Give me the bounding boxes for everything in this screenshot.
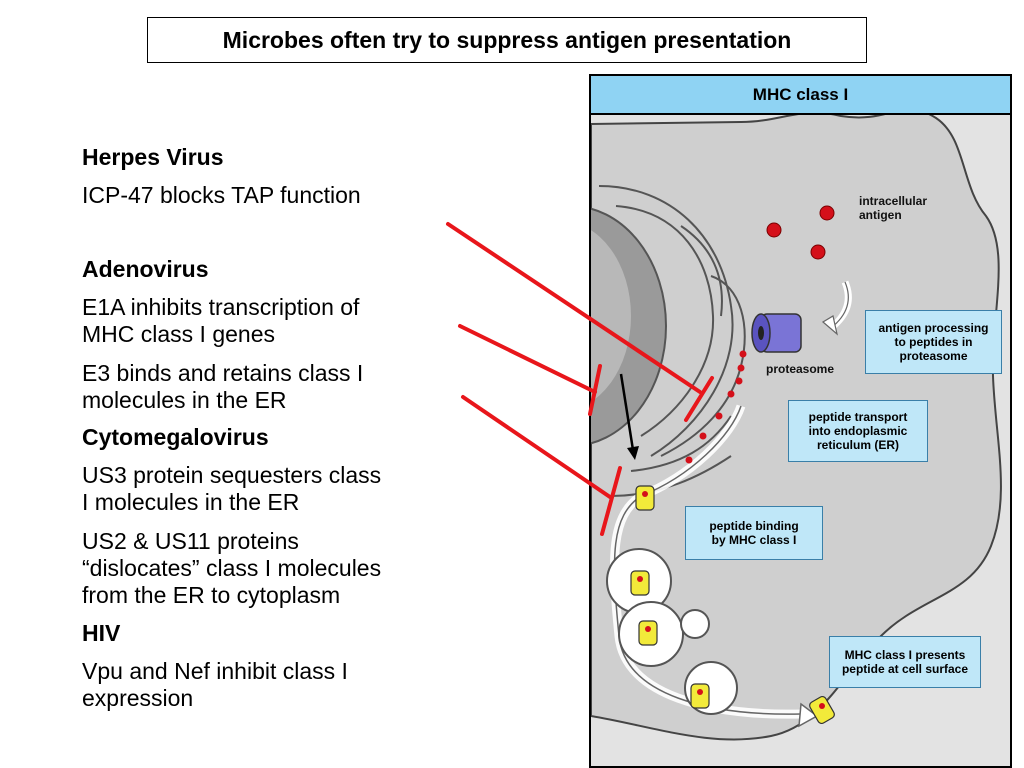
- adeno-e3-line1: E3 binds and retains class I: [82, 360, 364, 386]
- intracellular-antigen-icon: [766, 205, 835, 260]
- adeno-e1a-line2: MHC class I genes: [82, 321, 276, 347]
- inhibition-line-adeno: [458, 324, 597, 394]
- endoplasmic-reticulum: [598, 185, 746, 497]
- hiv-line1: Vpu and Nef inhibit class I: [82, 658, 348, 684]
- hiv-heading: HIV: [82, 620, 121, 646]
- cmv-us2-line1: US2 & US11 proteins: [82, 528, 299, 554]
- callout-peptide-binding: peptide binding by MHC class I: [685, 506, 823, 560]
- adeno-heading: Adenovirus: [82, 256, 209, 282]
- callout-antigen-processing: antigen processing to peptides in protea…: [865, 310, 1002, 374]
- inhibition-line-cmv: [461, 395, 612, 499]
- callout-mhc-presents: MHC class I presents peptide at cell sur…: [829, 636, 981, 688]
- vesicle: [680, 609, 710, 639]
- herpes-text: ICP-47 blocks TAP function: [82, 182, 361, 208]
- mhc-class-i-figure: MHC class I intracellular antigen protea…: [589, 74, 1012, 768]
- cmv-us3-line1: US3 protein sequesters class: [82, 462, 382, 488]
- slide-title: Microbes often try to suppress antigen p…: [147, 17, 867, 63]
- adeno-e3-line2: molecules in the ER: [82, 387, 287, 413]
- cmv-heading: Cytomegalovirus: [82, 424, 269, 450]
- herpes-heading: Herpes Virus: [82, 144, 224, 170]
- callout-peptide-transport: peptide transport into endoplasmic retic…: [788, 400, 928, 462]
- proteasome-label: proteasome: [766, 362, 835, 376]
- proteasome-icon: [751, 313, 802, 353]
- hiv-line2: expression: [82, 685, 194, 711]
- intracellular-antigen-label: intracellular antigen: [859, 194, 928, 222]
- mhc-molecule-icon: [630, 485, 835, 725]
- cmv-us3-line2: I molecules in the ER: [82, 489, 300, 515]
- adeno-e1a-line1: E1A inhibits transcription of: [82, 294, 360, 320]
- cmv-us2-line2: “dislocates” class I molecules: [82, 555, 382, 581]
- arrow-head-surface: [798, 702, 819, 728]
- figure-header: MHC class I: [591, 76, 1010, 115]
- peptide-dots: [685, 350, 747, 464]
- cmv-us2-line3: from the ER to cytoplasm: [82, 582, 341, 608]
